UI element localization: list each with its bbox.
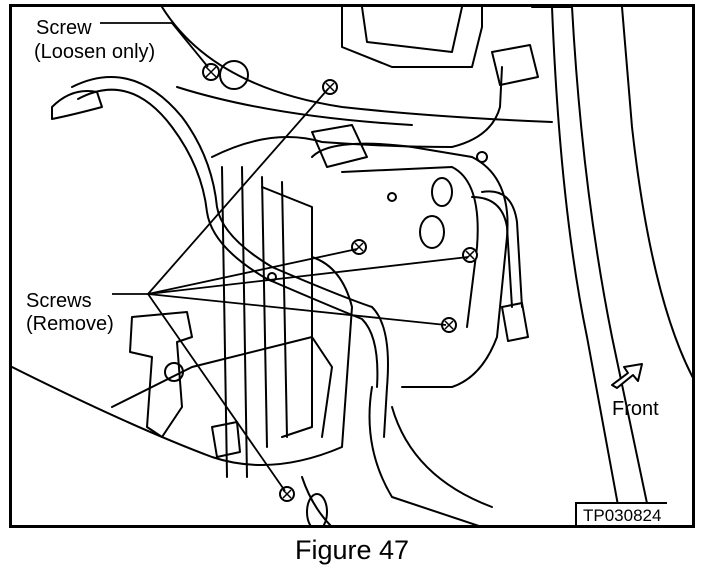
screw-loosen-title: Screw [36,17,92,39]
screws-remove-title: Screws [26,290,92,312]
door-panel-illustration [12,7,692,525]
screws-remove-note: (Remove) [26,313,114,335]
illustration-frame: Screw (Loosen only) Screws (Remove) Fron… [9,4,695,528]
figure-caption: Figure 47 [294,535,410,565]
front-arrow-icon [611,363,643,389]
front-label: Front [612,398,659,420]
reference-code: TP030824 [575,502,668,525]
screw-loosen-note: (Loosen only) [34,41,156,63]
